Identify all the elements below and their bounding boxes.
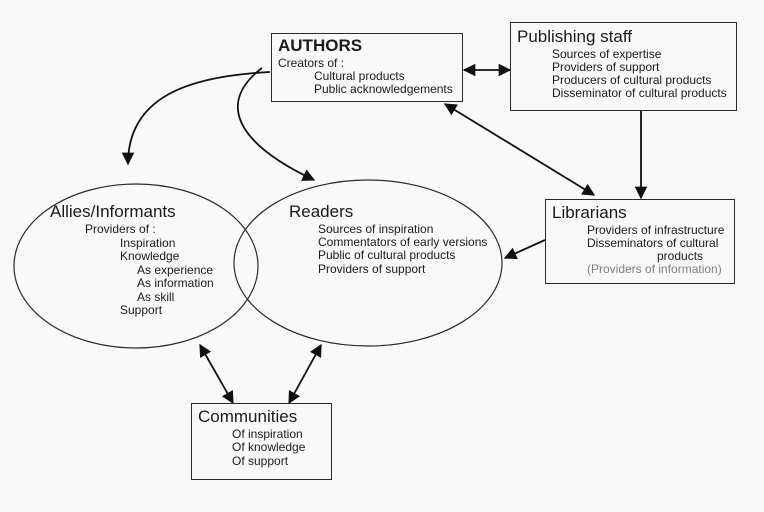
arrow-authors-allies bbox=[121, 71, 271, 166]
allies-line: Providers of : bbox=[85, 222, 156, 236]
authors-title: AUTHORS bbox=[278, 36, 363, 55]
readers-line: Public of cultural products bbox=[318, 248, 456, 262]
publishing-staff-line: Producers of cultural products bbox=[552, 73, 712, 87]
arrow-authors-readers bbox=[237, 67, 316, 181]
librarians-box: Librarians Providers of infrastructure D… bbox=[545, 199, 735, 284]
librarians-line: Providers of infrastructure bbox=[587, 223, 725, 237]
readers-ellipse bbox=[233, 179, 503, 347]
allies-title: Allies/Informants bbox=[50, 202, 176, 221]
arrow-readers-communities bbox=[288, 343, 322, 405]
communities-box: Communities Of inspiration Of knowledge … bbox=[191, 403, 332, 480]
arrow-librarians-readers bbox=[503, 239, 546, 260]
authors-line: Cultural products bbox=[314, 69, 405, 83]
readers-line: Sources of inspiration bbox=[318, 222, 434, 236]
allies-ellipse bbox=[13, 183, 259, 349]
arrow-allies-communities bbox=[199, 343, 234, 405]
librarians-line: products bbox=[657, 249, 704, 263]
librarians-title: Librarians bbox=[552, 203, 627, 222]
readers-line: Commentators of early versions bbox=[318, 235, 488, 249]
publishing-staff-box: Publishing staff Sources of expertise Pr… bbox=[510, 22, 737, 111]
allies-line: As skill bbox=[137, 290, 175, 304]
authors-line: Creators of : bbox=[278, 56, 345, 70]
arrow-authors-librarians bbox=[443, 103, 596, 196]
publishing-staff-line: Sources of expertise bbox=[552, 47, 662, 61]
authors-line: Public acknowledgements bbox=[314, 82, 453, 96]
librarians-line: Disseminators of cultural bbox=[587, 236, 719, 250]
allies-line: Knowledge bbox=[120, 249, 180, 263]
publishing-staff-title: Publishing staff bbox=[517, 27, 632, 46]
communities-line: Of knowledge bbox=[232, 440, 306, 454]
communities-title: Communities bbox=[198, 407, 298, 426]
allies-line: Support bbox=[120, 303, 163, 317]
allies-line: As information bbox=[137, 276, 214, 290]
readers-line: Providers of support bbox=[318, 262, 426, 276]
publishing-staff-line: Disseminator of cultural products bbox=[552, 86, 727, 100]
authors-box: AUTHORS Creators of : Cultural products … bbox=[271, 33, 463, 102]
publishing-staff-line: Providers of support bbox=[552, 60, 660, 74]
readers-title: Readers bbox=[289, 202, 354, 221]
communities-line: Of inspiration bbox=[232, 427, 303, 441]
allies-line: As experience bbox=[137, 263, 214, 277]
communities-line: Of support bbox=[232, 454, 289, 468]
allies-line: Inspiration bbox=[120, 236, 176, 250]
librarians-line-muted: (Providers of information) bbox=[587, 262, 722, 276]
